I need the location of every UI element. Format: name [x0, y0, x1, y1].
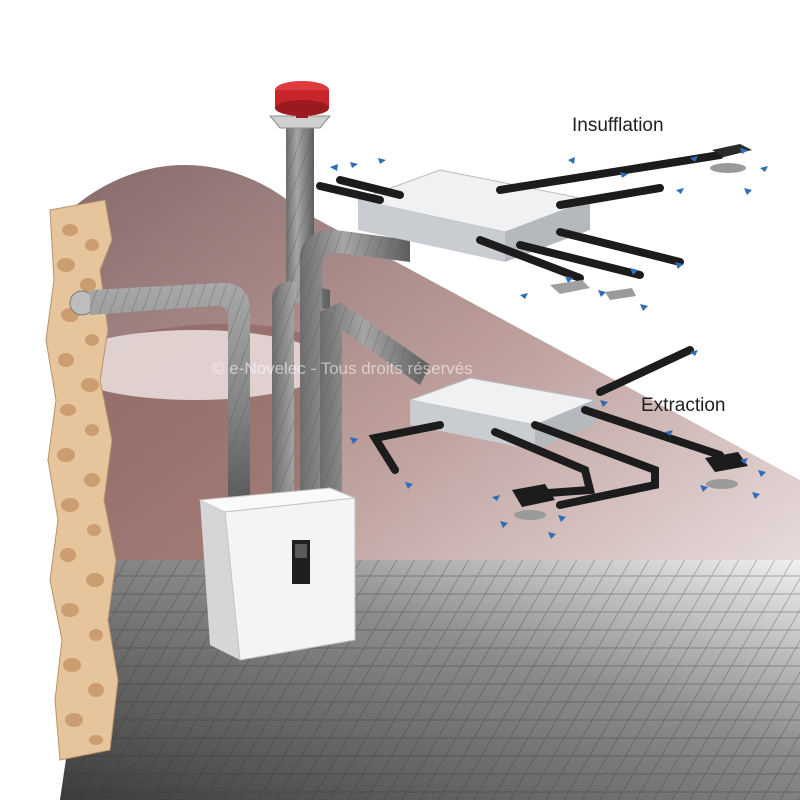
- unit-ducts: [272, 229, 430, 500]
- brick-wall-holes: [57, 224, 104, 745]
- exhaust-terminals: [512, 452, 748, 520]
- airflow-arrows: [330, 148, 768, 539]
- background-tank-top: [60, 330, 330, 400]
- supply-terminals: [550, 144, 752, 300]
- copyright-watermark: © e-Novelec - Tous droits réservés: [212, 359, 473, 378]
- exhaust-label: Extraction: [641, 395, 725, 416]
- floor-tiles: [60, 560, 800, 800]
- supply-pipes: [316, 151, 724, 282]
- exhaust-pipes: [368, 346, 724, 509]
- roof-cap: [275, 81, 329, 118]
- supply-label: Insufflation: [572, 115, 664, 136]
- ventilation-unit: [198, 487, 356, 661]
- fresh-air-intake-duct: [90, 282, 250, 500]
